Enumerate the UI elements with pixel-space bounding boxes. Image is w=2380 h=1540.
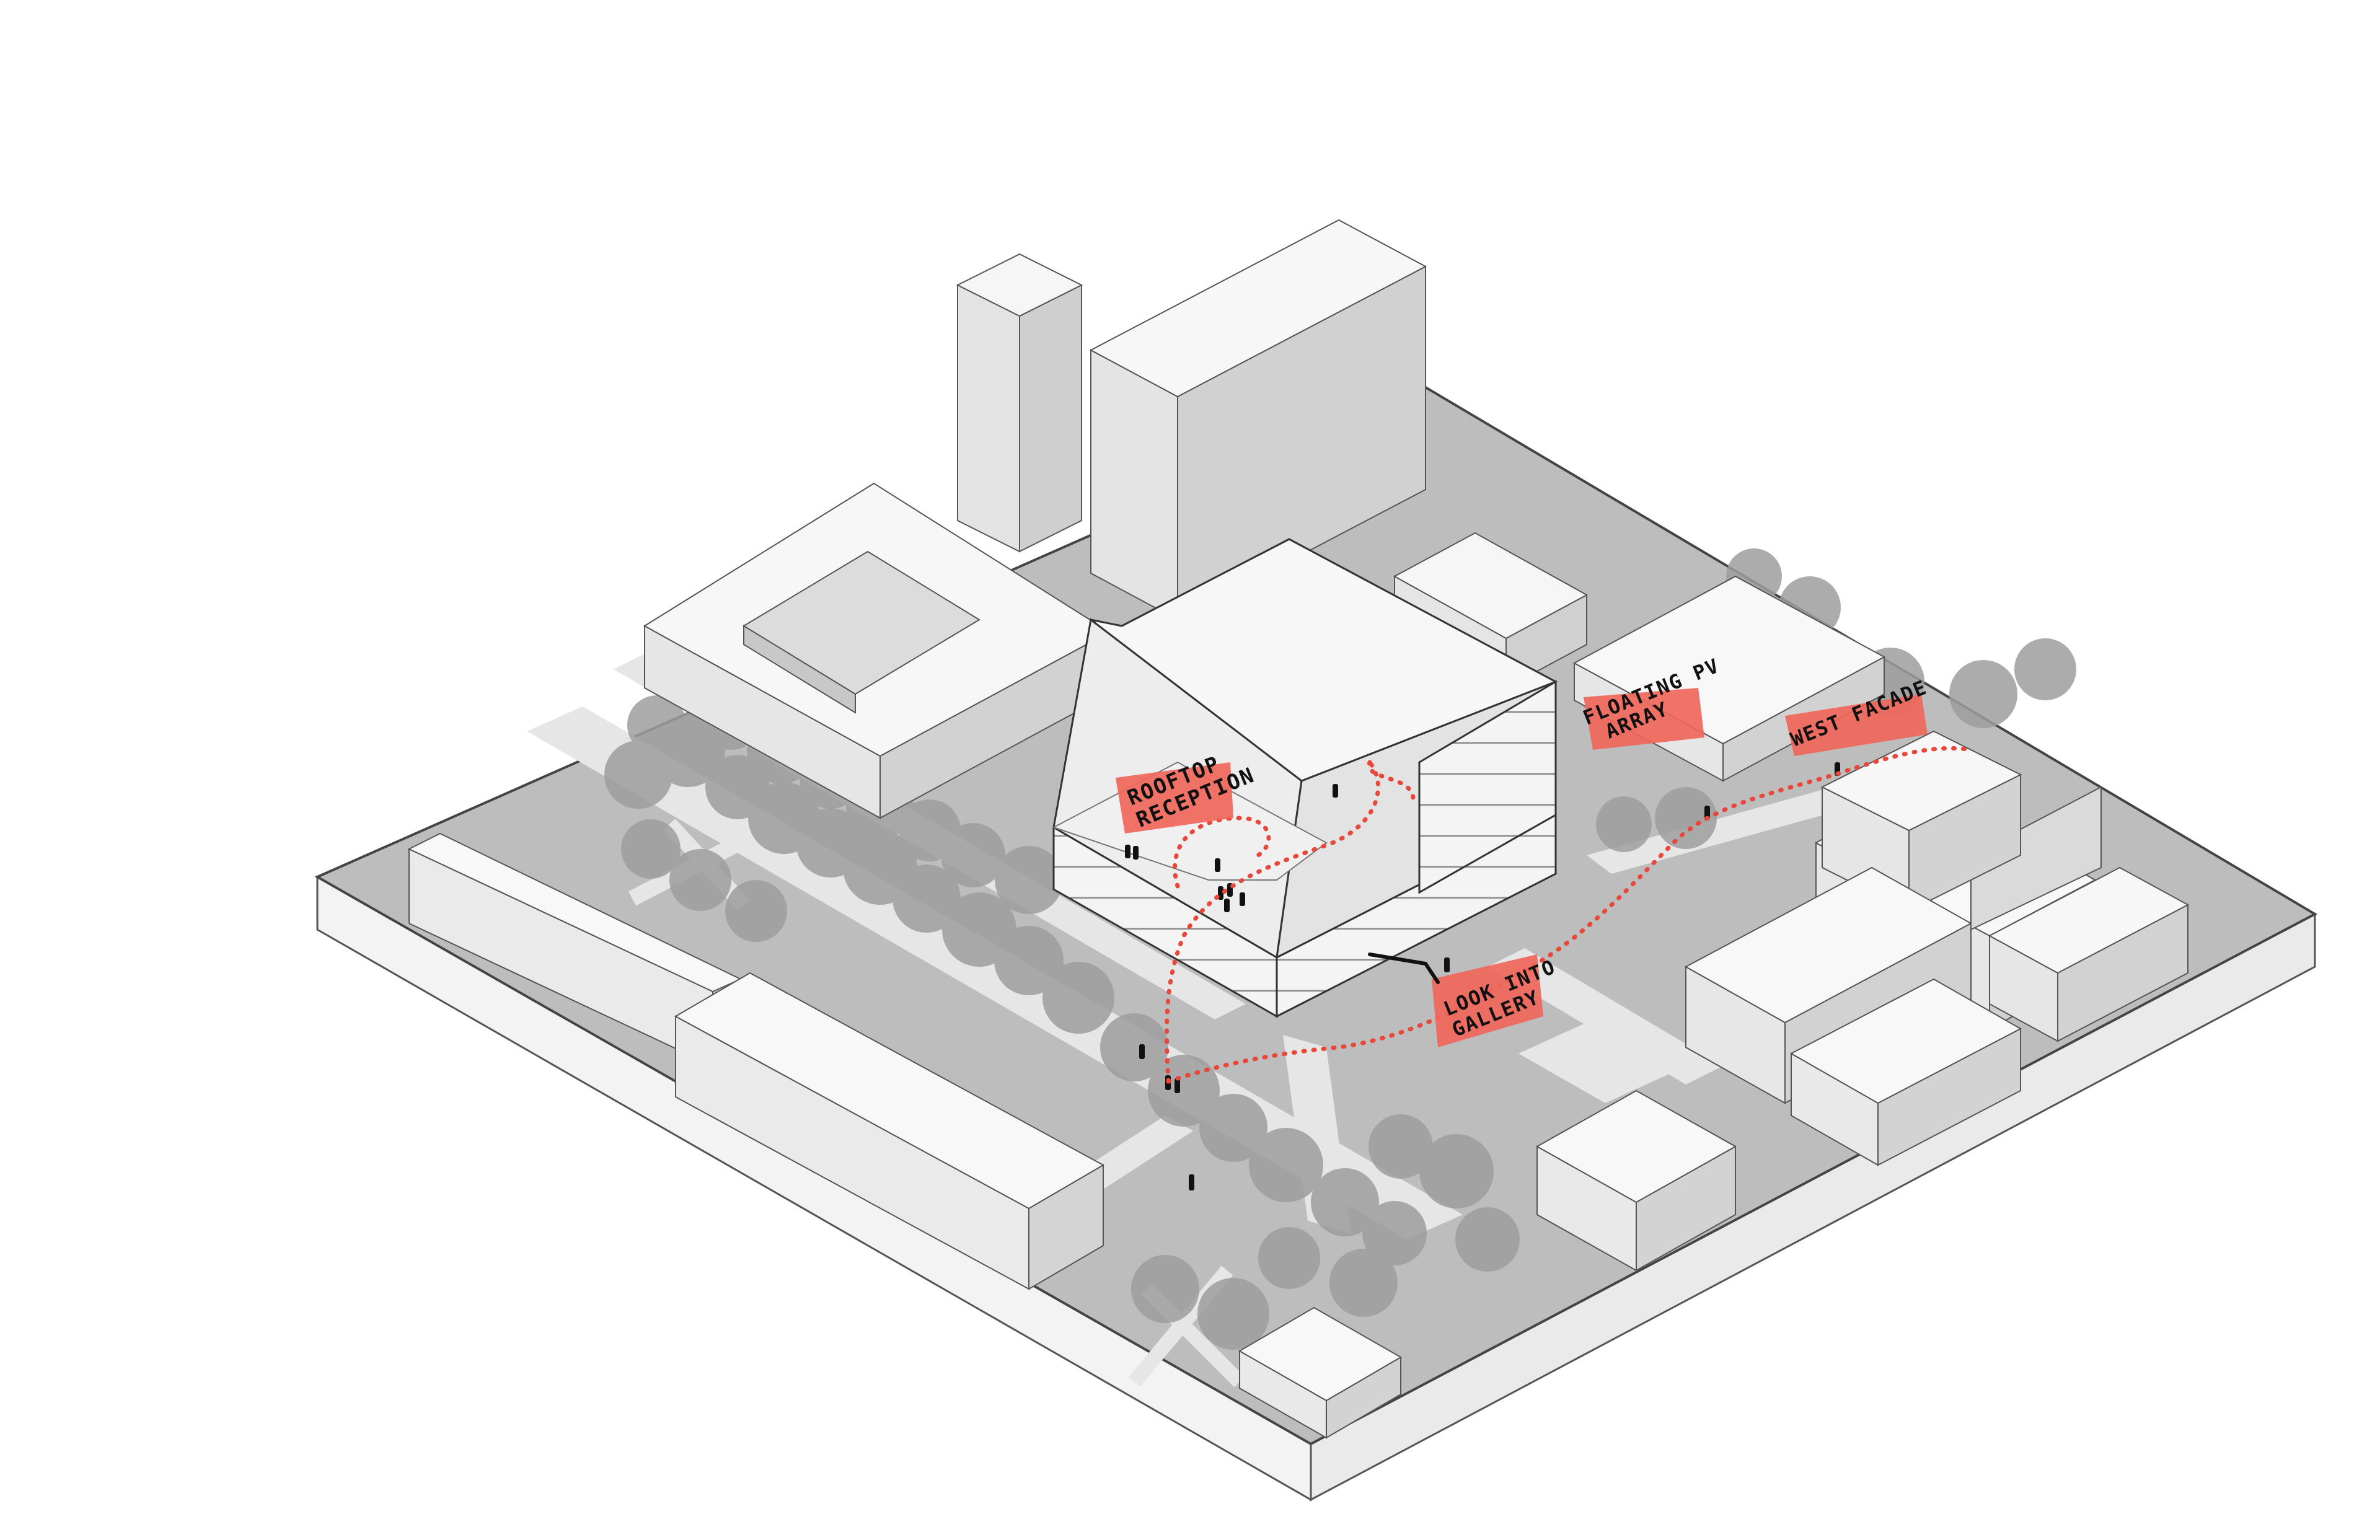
building-bottom-small: [1238, 1306, 1402, 1439]
circulation-path: [1165, 746, 1973, 1084]
people: [1125, 762, 1840, 1190]
plaza-path: [1488, 948, 1723, 1085]
building-front-middle-long: [674, 972, 1105, 1290]
look-into-gallery-highlight: [1432, 954, 1543, 1047]
tower-right: [1089, 219, 1427, 621]
west-facade-highlight: [1785, 694, 1928, 756]
building-right-front: [1789, 978, 2022, 1166]
parking-strip: [1518, 1023, 1673, 1103]
main-building-east-wing: [1418, 680, 1557, 894]
view-direction-arrow: [1368, 953, 1440, 984]
building-far-right: [1988, 866, 2190, 1042]
floating-pv-array-highlight: [1584, 688, 1704, 750]
rooftop-reception-highlight: [1116, 762, 1233, 834]
tower-left: [956, 253, 1083, 553]
building-lower-center: [1535, 1089, 1737, 1272]
main-building-roof: [1090, 538, 1558, 782]
